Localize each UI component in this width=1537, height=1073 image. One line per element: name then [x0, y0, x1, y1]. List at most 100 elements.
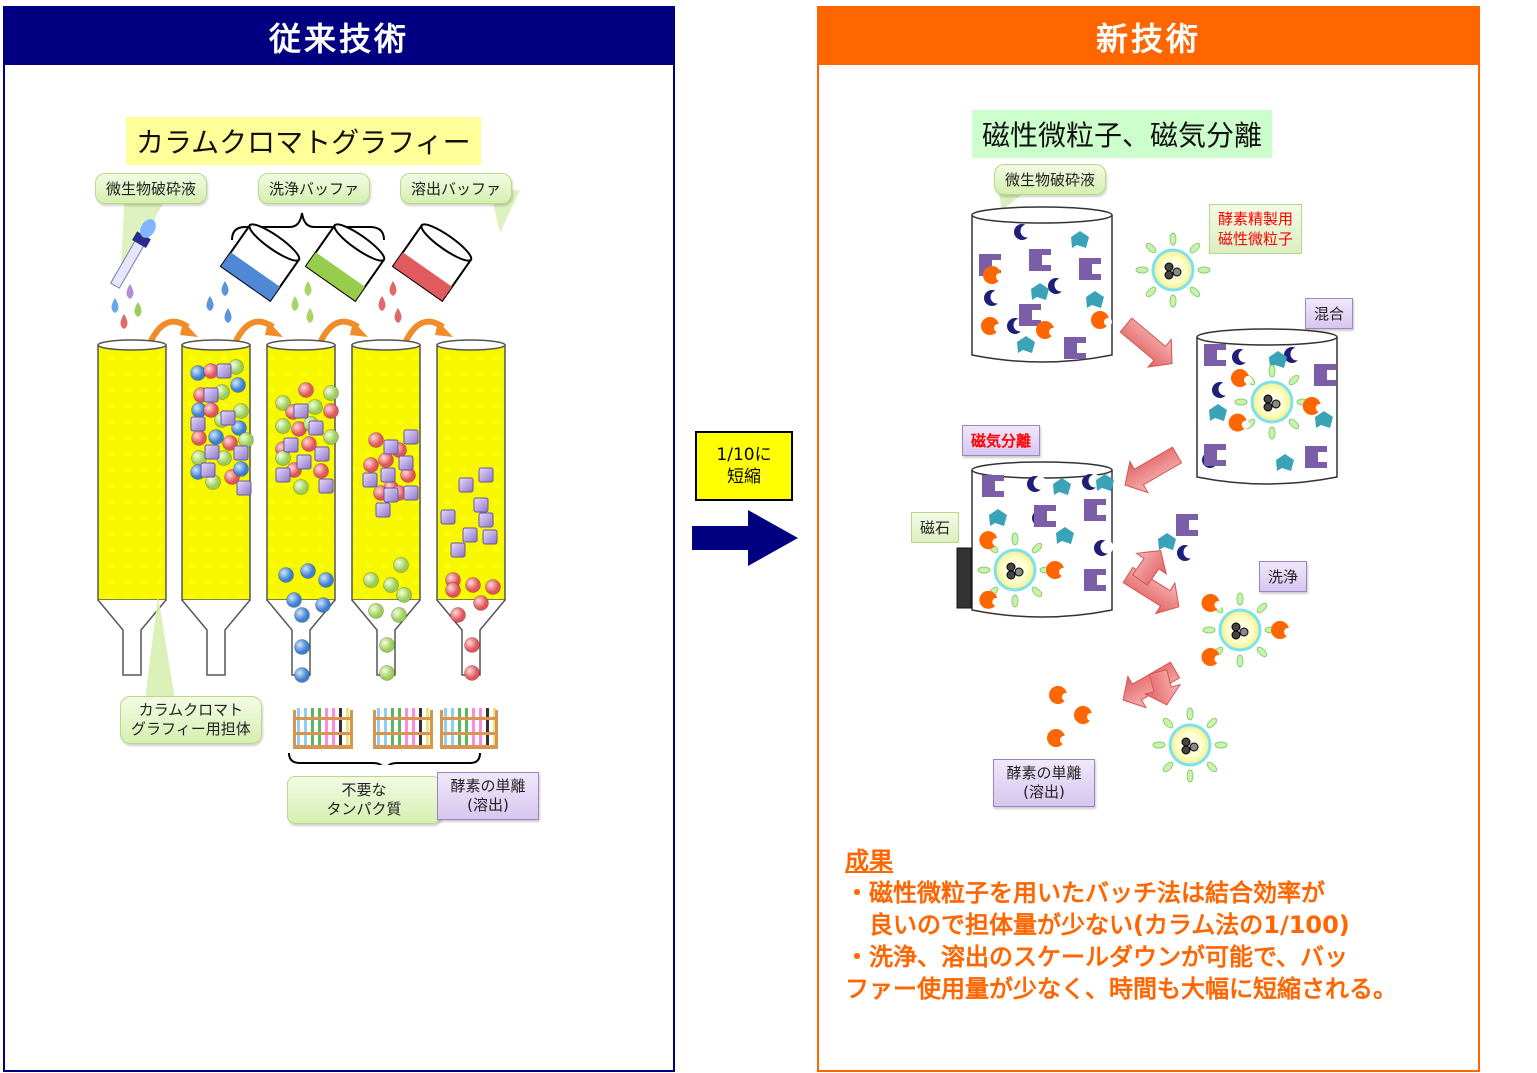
pentagon-protein — [1096, 474, 1114, 491]
enzyme — [979, 590, 1001, 609]
right-arrow-icon — [692, 510, 798, 566]
pentagon-protein — [1158, 533, 1176, 550]
results-heading: 成果 — [845, 847, 893, 875]
enzyme-notch — [1104, 318, 1112, 326]
enzyme-body — [1046, 561, 1064, 579]
results-line: ・洗浄、溶出のスケールダウンが可能で、バッ — [845, 943, 1349, 971]
column — [436, 339, 506, 676]
enzyme-body — [979, 531, 998, 550]
rack-base — [293, 745, 353, 749]
test-tube — [325, 708, 328, 748]
target-enzyme — [296, 454, 312, 470]
target-enzyme — [190, 416, 206, 432]
antibody — [1288, 418, 1300, 430]
rack-side — [350, 710, 353, 749]
protein-ball — [465, 577, 481, 593]
time-reduction-line1: 1/10に — [716, 445, 772, 465]
magnet-icon — [956, 547, 972, 609]
iron-core — [1181, 737, 1191, 747]
iron-core — [1271, 399, 1281, 409]
target-enzyme — [308, 420, 324, 436]
enzyme-notch — [996, 273, 1004, 281]
red-arrow-icon — [1122, 661, 1181, 709]
isolation-line2-left: (溶出) — [467, 796, 509, 814]
target-enzyme — [478, 467, 494, 483]
curved-arrow-head — [435, 321, 453, 337]
antibody — [1189, 286, 1201, 298]
rack-bar — [293, 717, 353, 720]
transfer-arrows — [147, 318, 453, 345]
conventional-header: 従来技術 — [5, 8, 673, 65]
protein-ball — [464, 665, 480, 681]
block-protein — [1084, 569, 1106, 591]
enzyme-notch — [994, 324, 1002, 332]
isolation-line1-right: 酵素の単離 — [1006, 764, 1082, 782]
block-protein — [982, 475, 1004, 497]
iron-core — [1239, 627, 1249, 637]
test-tube — [426, 708, 429, 748]
elution-beaker-red-icon — [391, 223, 473, 303]
target-enzyme — [398, 455, 414, 471]
red-arrow-icon — [1143, 669, 1182, 706]
block-protein — [1064, 337, 1086, 359]
column-body — [436, 344, 506, 601]
enzyme — [1074, 706, 1095, 724]
protein-ball — [307, 399, 323, 415]
test-tube — [332, 708, 335, 748]
protein-ball — [278, 567, 294, 583]
protein-ball — [393, 557, 409, 573]
enzyme — [979, 531, 1001, 550]
test-tube-rack-icon — [293, 708, 353, 749]
enzyme-body — [1047, 729, 1065, 747]
magnetic-separation-tag: 磁気分離 — [962, 425, 1041, 456]
protein-ball — [286, 592, 302, 608]
antibody — [1236, 592, 1244, 606]
enzyme — [1230, 369, 1252, 388]
antibody — [1162, 761, 1174, 773]
enzyme-body — [1049, 686, 1067, 704]
protein-ball — [323, 429, 339, 445]
crescent-inner — [1033, 476, 1047, 490]
test-tube-rack-icon — [373, 708, 433, 749]
iron-core — [1263, 394, 1273, 404]
unwanted-line2: タンパク質 — [326, 800, 402, 818]
target-enzyme — [236, 480, 252, 496]
block-shape — [1084, 569, 1106, 591]
carrier-callout: カラムクロマト グラフィー用担体 — [120, 696, 262, 744]
column-top — [436, 339, 506, 351]
crescent-inner — [1238, 349, 1252, 363]
curved-arrow-head — [265, 321, 283, 337]
wash-brace — [231, 212, 385, 241]
magnetic-separation-title: 磁性微粒子、磁気分離 — [972, 110, 1273, 158]
droplet — [224, 308, 232, 323]
test-tube-rack-icon — [440, 708, 498, 749]
dropper-icon — [109, 219, 156, 289]
enzyme-notch — [1315, 403, 1324, 412]
target-enzyme — [203, 387, 219, 403]
antibody — [1268, 364, 1276, 378]
antibody — [1011, 532, 1019, 546]
protein-ball — [191, 430, 207, 446]
antibody — [1288, 374, 1300, 386]
block-protein — [1305, 446, 1327, 468]
enzyme-body — [1201, 593, 1220, 612]
enzyme — [1049, 686, 1070, 704]
target-enzyme — [275, 467, 291, 483]
target-enzyme — [383, 439, 399, 455]
lysate-callout: 微生物破砕液 — [95, 173, 208, 204]
enzyme-notch — [1049, 328, 1057, 336]
rack-base — [440, 745, 498, 749]
wash-beaker-blue-icon — [219, 223, 301, 303]
enzyme — [1228, 413, 1250, 432]
results-section: 成果 ・磁性微粒子を用いたバッチ法は結合効率が 良いので担体量が少ない(カラム法… — [845, 845, 1397, 1005]
rack-base — [373, 745, 433, 749]
crescent-inner — [1054, 278, 1068, 292]
block-protein — [1204, 444, 1226, 466]
new-technology-header: 新技術 — [819, 8, 1478, 65]
enzyme — [1302, 396, 1324, 415]
magnetic-particle-line2: 磁性微粒子 — [1218, 230, 1294, 248]
crescent-inner — [1020, 224, 1034, 238]
enzyme-notch — [1059, 568, 1067, 576]
column-body — [97, 344, 167, 601]
enzyme-notch — [1243, 376, 1252, 385]
